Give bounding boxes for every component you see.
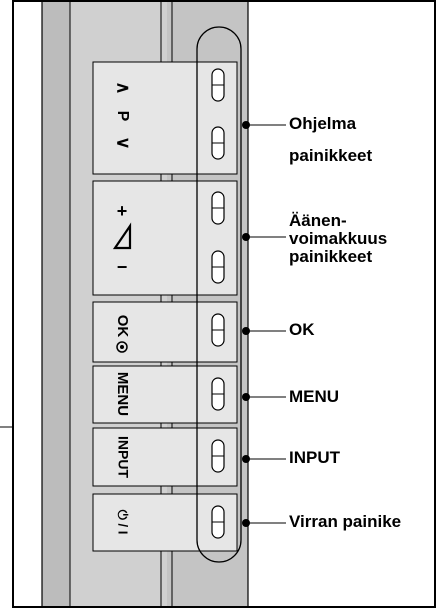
volume-leader xyxy=(242,233,286,241)
program-label-line1: Ohjelma xyxy=(289,114,357,133)
input-button-label: INPUT xyxy=(115,436,131,478)
input-label: INPUT xyxy=(289,448,340,467)
volume-up-key[interactable] xyxy=(211,191,225,225)
menu-label: MENU xyxy=(289,387,340,406)
diagram-frame xyxy=(12,0,436,608)
volume-label-line1: Äänen- xyxy=(289,211,347,230)
menu-key[interactable] xyxy=(211,377,225,411)
program-down-key[interactable] xyxy=(211,126,225,160)
ok-label: OK xyxy=(289,320,315,339)
ok-leader xyxy=(242,327,286,335)
power-leader xyxy=(242,519,286,527)
program-up-key[interactable] xyxy=(211,68,225,102)
program-leader xyxy=(242,121,286,129)
volume-plus-symbol: + xyxy=(117,201,128,221)
input-key[interactable] xyxy=(211,439,225,473)
power-button-label: ⏻ / I xyxy=(116,510,131,535)
volume-label-line2: voimakkuus xyxy=(289,229,388,248)
menu-button-label: MENU xyxy=(114,372,131,416)
input-leader xyxy=(242,455,286,463)
ok-button-label: OK xyxy=(114,315,131,338)
volume-minus-symbol: − xyxy=(117,257,128,277)
leader-lines xyxy=(242,121,286,527)
program-up-symbol: ∧ xyxy=(113,81,133,94)
menu-leader xyxy=(242,393,286,401)
physical-keys xyxy=(211,68,225,539)
power-key[interactable] xyxy=(211,505,225,539)
ok-dot-icon xyxy=(116,341,128,353)
program-label-line2: painikkeet xyxy=(289,146,373,165)
program-p-symbol: P xyxy=(114,111,131,122)
program-down-symbol: ∨ xyxy=(113,136,133,149)
power-label: Virran painike xyxy=(289,512,402,531)
key-column-outline xyxy=(196,26,242,563)
volume-wedge-icon xyxy=(112,222,132,250)
volume-down-key[interactable] xyxy=(211,250,225,284)
volume-label-line3: painikkeet xyxy=(289,247,373,266)
ok-key[interactable] xyxy=(211,313,225,347)
